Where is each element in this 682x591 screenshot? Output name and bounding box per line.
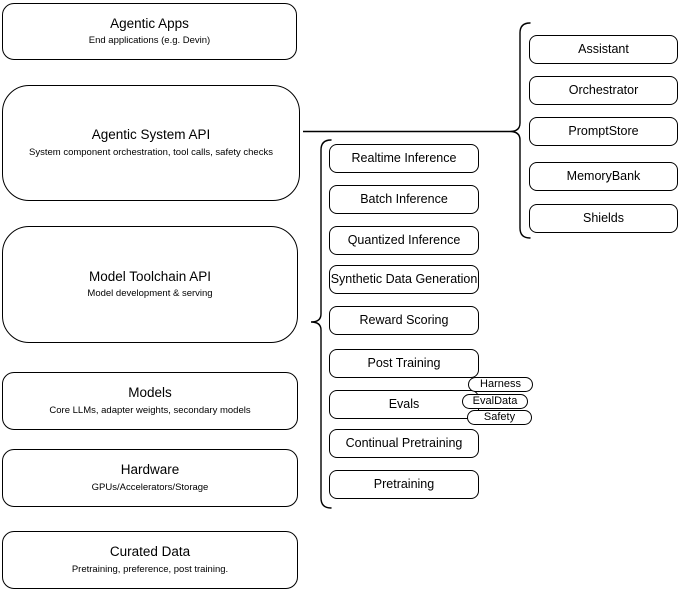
node-subtitle: GPUs/Accelerators/Storage [91, 481, 209, 493]
node-subtitle: System component orchestration, tool cal… [29, 146, 273, 158]
brace-system-components [509, 22, 531, 239]
node-models: Models Core LLMs, adapter weights, secon… [2, 372, 298, 430]
node-pretraining: Pretraining [329, 470, 479, 499]
node-quantized-inference: Quantized Inference [329, 226, 479, 255]
pill-safety: Safety [467, 410, 532, 425]
node-assistant: Assistant [529, 35, 678, 64]
pill-harness: Harness [468, 377, 533, 392]
node-batch-inference: Batch Inference [329, 185, 479, 214]
node-subtitle: Pretraining, preference, post training. [71, 563, 229, 575]
node-memorybank: MemoryBank [529, 162, 678, 191]
node-agentic-apps: Agentic Apps End applications (e.g. Devi… [2, 3, 297, 60]
node-realtime-inference: Realtime Inference [329, 144, 479, 173]
node-reward-scoring: Reward Scoring [329, 306, 479, 335]
node-title: Models [128, 385, 172, 401]
node-curated-data: Curated Data Pretraining, preference, po… [2, 531, 298, 589]
node-agentic-system-api: Agentic System API System component orch… [2, 85, 300, 201]
node-title: Hardware [120, 462, 180, 478]
node-evals: Evals [329, 390, 479, 419]
node-continual-pretraining: Continual Pretraining [329, 429, 479, 458]
node-title: Curated Data [109, 544, 191, 560]
node-title: Agentic Apps [110, 15, 189, 31]
node-subtitle: Model development & serving [87, 288, 213, 300]
node-subtitle: End applications (e.g. Devin) [88, 35, 211, 47]
node-post-training: Post Training [329, 349, 479, 378]
node-promptstore: PromptStore [529, 117, 678, 146]
pill-evaldata: EvalData [462, 394, 528, 409]
node-title: Agentic System API [91, 127, 211, 143]
node-subtitle: Core LLMs, adapter weights, secondary mo… [49, 404, 251, 416]
node-synthetic-data-generation: Synthetic Data Generation [329, 265, 479, 294]
node-shields: Shields [529, 204, 678, 233]
node-model-toolchain-api: Model Toolchain API Model development & … [2, 226, 298, 343]
node-title: Model Toolchain API [88, 268, 212, 284]
node-orchestrator: Orchestrator [529, 76, 678, 105]
brace-toolchain-services [310, 139, 332, 509]
node-hardware: Hardware GPUs/Accelerators/Storage [2, 449, 298, 507]
